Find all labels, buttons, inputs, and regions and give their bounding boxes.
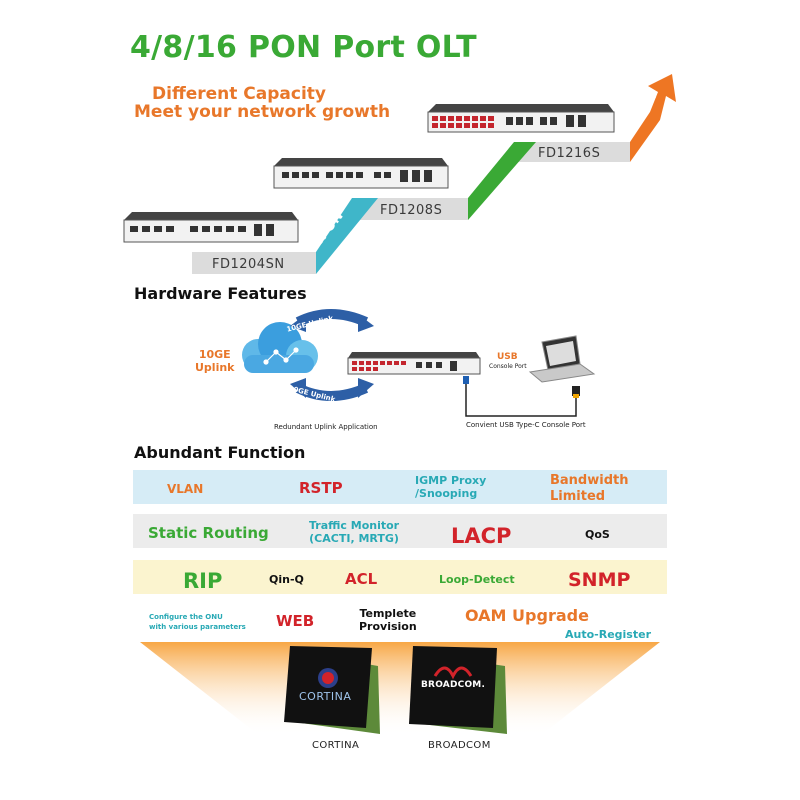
chip-label-cortina: CORTINA bbox=[312, 740, 360, 751]
chip-brand-cortina: CORTINA bbox=[299, 690, 352, 703]
fn-lacp: LACP bbox=[451, 524, 512, 548]
function-row-2: Static Routing Traffic Monitor (CACTI, M… bbox=[133, 514, 667, 548]
device-olt-hardware bbox=[347, 352, 481, 375]
subtitle-line2: Meet your network growth bbox=[134, 102, 391, 122]
function-row-3: RIP Qin-Q ACL Loop-Detect SNMP bbox=[133, 560, 667, 594]
redundant-uplink-caption: Redundant Uplink Application bbox=[274, 423, 378, 431]
console-cable bbox=[465, 380, 577, 417]
step-fd1204sn bbox=[192, 252, 316, 274]
console-port-label: Console Port bbox=[489, 363, 527, 370]
fn-web: WEB bbox=[276, 612, 315, 630]
chip-cortina bbox=[284, 646, 380, 734]
subtitle-line1: Different Capacity bbox=[152, 84, 327, 104]
riser-8pon bbox=[468, 142, 536, 220]
fn-bandwidth: Bandwidth Limited bbox=[550, 473, 629, 504]
fn-loop-detect: Loop-Detect bbox=[439, 573, 515, 586]
riser-16pon bbox=[630, 74, 676, 162]
function-heading: Abundant Function bbox=[134, 443, 306, 462]
step-fd1216s bbox=[514, 142, 630, 162]
hardware-heading: Hardware Features bbox=[134, 284, 307, 303]
device-fd1216s bbox=[427, 104, 615, 133]
chip-brand-broadcom: BROADCOM. bbox=[421, 680, 486, 690]
usb-plug-icon bbox=[572, 386, 580, 396]
riser-4pon bbox=[316, 198, 378, 274]
fn-oam-upgrade: OAM Upgrade bbox=[465, 606, 589, 625]
fn-static-routing: Static Routing bbox=[148, 524, 269, 542]
usb-c-plug-icon bbox=[463, 376, 469, 384]
fn-rstp: RSTP bbox=[299, 479, 343, 497]
fn-qos: QoS bbox=[585, 528, 610, 541]
fn-qinq: Qin-Q bbox=[269, 573, 304, 586]
capacity-staircase bbox=[123, 74, 676, 274]
chip-glow bbox=[140, 642, 660, 736]
uplink-arrow-bottom bbox=[290, 378, 374, 401]
device-fd1208s bbox=[273, 158, 449, 189]
uplink-arrow-top bbox=[290, 309, 374, 332]
function-row-1: VLAN RSTP IGMP Proxy /Snooping Bandwidth… bbox=[133, 470, 667, 504]
fn-snmp: SNMP bbox=[568, 569, 631, 591]
usb-label: USB bbox=[497, 352, 518, 362]
console-caption: Convient USB Type-C Console Port bbox=[466, 421, 586, 429]
fn-auto-register: Auto-Register bbox=[565, 628, 651, 641]
fn-igmp: IGMP Proxy /Snooping bbox=[415, 474, 487, 500]
function-row-4: Configure the ONU with various parameter… bbox=[133, 604, 667, 642]
fn-acl: ACL bbox=[345, 570, 378, 588]
cloud-icon bbox=[242, 322, 318, 373]
model-label-fd1208s: FD1208S bbox=[380, 203, 443, 218]
page-title: 4/8/16 PON Port OLT bbox=[130, 30, 477, 65]
chip-broadcom bbox=[409, 646, 507, 734]
fn-vlan: VLAN bbox=[167, 482, 204, 496]
fn-template-provision: Templete Provision bbox=[359, 607, 417, 633]
fn-traffic-monitor: Traffic Monitor (CACTI, MRTG) bbox=[309, 519, 400, 545]
step-fd1208s bbox=[352, 198, 468, 220]
fn-configure-onu: Configure the ONU with various parameter… bbox=[149, 613, 246, 631]
uplink-label: 10GE Uplink bbox=[195, 348, 235, 374]
laptop-icon bbox=[528, 335, 596, 383]
chip-label-broadcom: BROADCOM bbox=[428, 740, 491, 751]
device-fd1204sn bbox=[123, 212, 299, 243]
hardware-diagram bbox=[242, 309, 596, 417]
model-label-fd1204sn: FD1204SN bbox=[212, 257, 285, 272]
model-label-fd1216s: FD1216S bbox=[538, 146, 601, 161]
fn-rip: RIP bbox=[183, 569, 223, 593]
